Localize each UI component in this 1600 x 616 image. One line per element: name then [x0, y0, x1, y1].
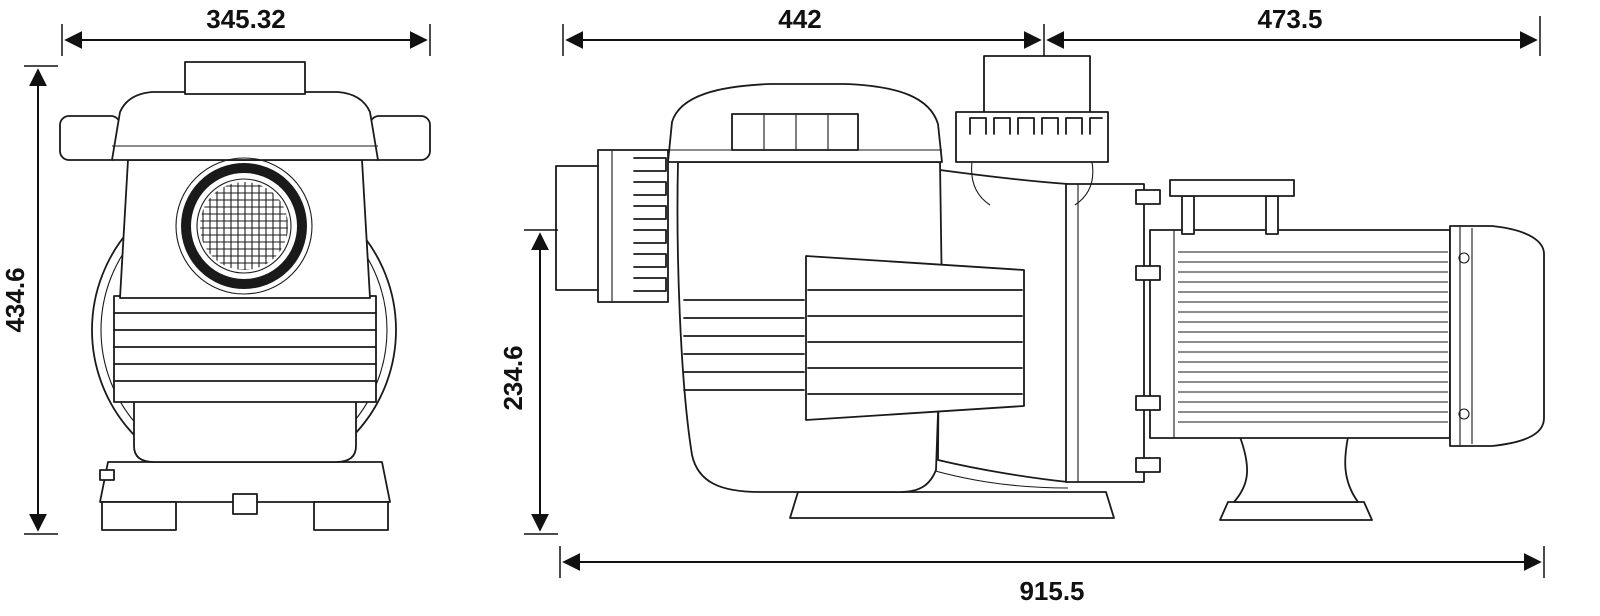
- side-motor-end-cap: [1449, 225, 1545, 447]
- front-sight-glass-mesh: [200, 182, 288, 270]
- dim-side-top-left: 442: [562, 4, 1045, 56]
- front-base-center-block: [232, 493, 258, 515]
- front-base-foot-left: [101, 501, 177, 531]
- dim-front-height-label: 434.6: [0, 267, 30, 332]
- front-rib-band: [113, 295, 377, 403]
- side-base-plate-rear: [1219, 501, 1373, 521]
- side-suction-nut-castellations: [633, 157, 667, 292]
- dim-side-top-right: 473.5: [1046, 4, 1541, 56]
- side-bracket-bolt-1: [1135, 189, 1161, 205]
- side-view-drawing: [555, 55, 1545, 521]
- front-sight-glass: [175, 157, 313, 295]
- side-base-plate-front: [789, 491, 1115, 519]
- side-discharge-nut-castellations: [969, 117, 1103, 135]
- side-motor-body: [1149, 229, 1451, 439]
- front-top-cap: [184, 61, 306, 95]
- side-pot-ribs: [683, 299, 805, 391]
- front-drain-plug: [99, 469, 115, 481]
- side-motor-foot: [1233, 436, 1359, 503]
- dimension-annotations: 345.32 434.6 442 473.5 234.6: [0, 4, 1545, 606]
- dim-side-top-right-label: 473.5: [1257, 4, 1322, 34]
- side-suction-nut: [597, 149, 669, 303]
- dim-side-overall-length-label: 915.5: [1019, 576, 1084, 606]
- side-end-cap-bolt-top: [1458, 252, 1470, 264]
- side-discharge-pipe: [983, 55, 1091, 115]
- side-diffuser-cone: [805, 255, 1025, 421]
- side-discharge-union: [955, 55, 1109, 206]
- side-bracket-bolt-3: [1135, 395, 1161, 411]
- front-base-foot-right: [313, 501, 389, 531]
- side-bracket-bolt-2: [1135, 265, 1161, 281]
- front-lid-lug-left: [59, 115, 121, 161]
- front-lid-lug-right: [369, 115, 431, 161]
- front-lid-dome: [111, 91, 379, 161]
- dim-front-height: 434.6: [0, 65, 58, 535]
- side-discharge-neck-lines: [971, 161, 1094, 206]
- dim-side-height: 234.6: [498, 229, 558, 535]
- front-lower-body: [133, 399, 357, 463]
- front-view-drawing: [59, 61, 431, 531]
- side-lid-knurl-tab: [731, 113, 859, 151]
- side-lid-dome: [667, 83, 943, 163]
- side-motor-fins: [1178, 251, 1448, 423]
- dim-side-top-left-label: 442: [778, 4, 821, 34]
- side-motor-top-bracket: [1169, 179, 1295, 235]
- side-suction-union: [555, 149, 669, 303]
- dim-front-width-label: 345.32: [206, 4, 286, 34]
- side-suction-pipe: [555, 165, 605, 291]
- dim-side-overall-length: 915.5: [559, 546, 1545, 606]
- side-bracket-bolt-4: [1135, 457, 1161, 473]
- side-seal-plate-bracket: [1065, 183, 1161, 483]
- side-discharge-nut: [955, 111, 1109, 163]
- side-end-cap-bolt-bottom: [1458, 408, 1470, 420]
- dim-side-height-label: 234.6: [498, 345, 528, 410]
- dim-front-width: 345.32: [61, 4, 431, 56]
